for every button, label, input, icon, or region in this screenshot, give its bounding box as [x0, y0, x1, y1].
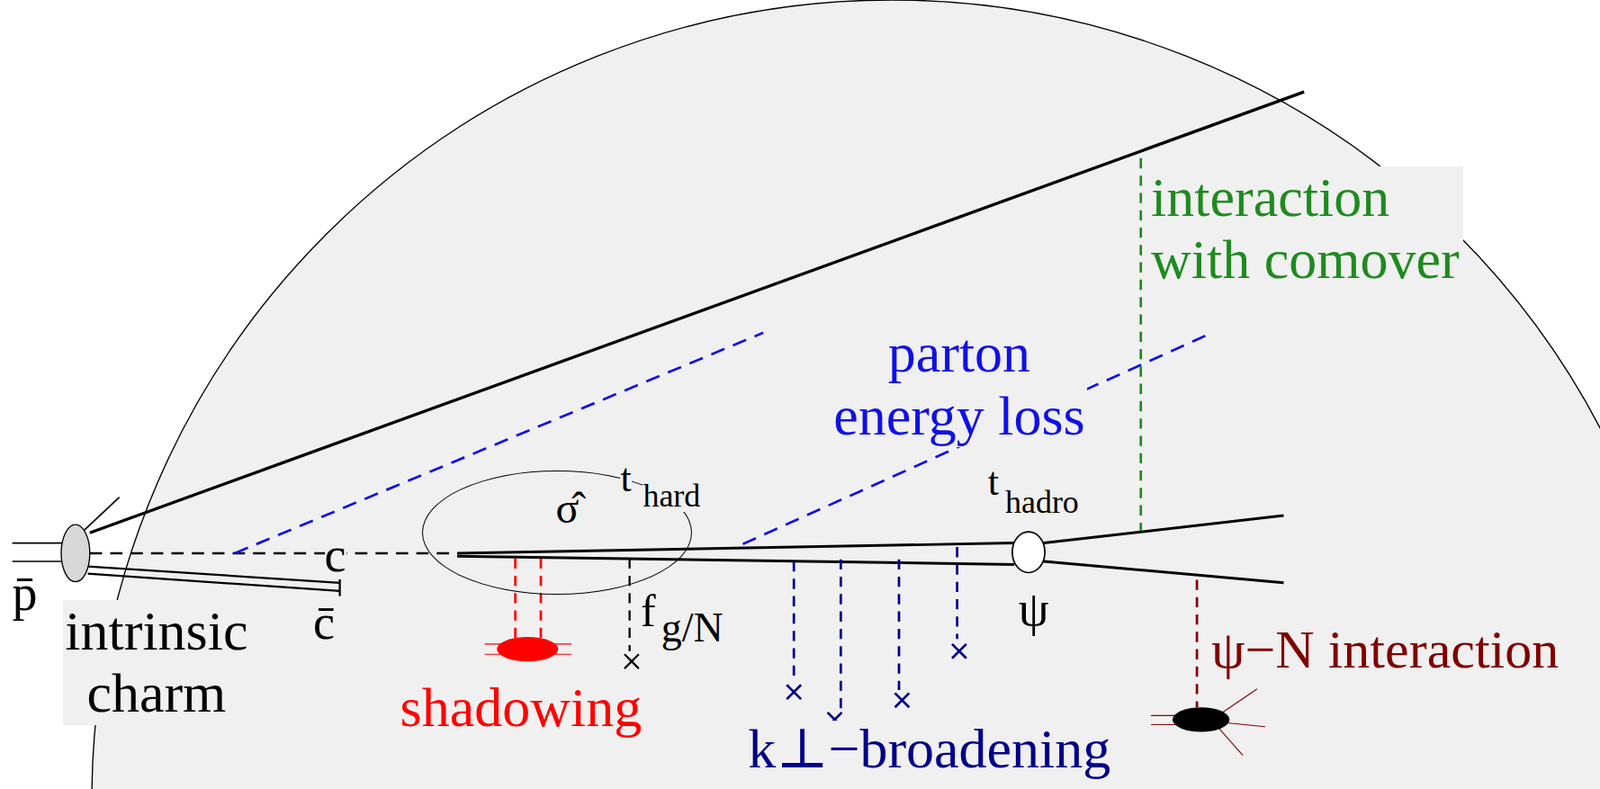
exchange-line — [1195, 579, 1199, 708]
beam-line — [12, 542, 64, 545]
exchange-line — [898, 559, 901, 691]
beam-line — [12, 560, 64, 563]
annotation-label: k⊥−broadening — [747, 720, 1111, 777]
cross-mark — [624, 654, 639, 669]
charm-line — [88, 574, 341, 592]
gluon-line — [89, 552, 458, 555]
exchange-line — [839, 559, 843, 710]
annotation-label: shadowing — [400, 679, 643, 736]
annotation-label: p̄ — [12, 567, 38, 619]
cross-mark — [894, 692, 909, 708]
exchange-line — [539, 558, 543, 640]
annotation-label: t — [620, 458, 631, 499]
annotation-label: ψ — [1018, 584, 1050, 634]
remnant-jet — [89, 91, 1304, 533]
annotation-label: intrinsic charm — [62, 600, 250, 726]
projectile — [12, 91, 1305, 596]
nucleon-blob — [496, 637, 558, 662]
shadowing-exchange — [485, 558, 572, 663]
annotation-label: interaction with comover — [1150, 166, 1464, 292]
cross-mark — [952, 644, 967, 659]
quark-line — [1043, 561, 1284, 584]
exchange-line — [955, 547, 959, 639]
quark-line — [1043, 515, 1284, 544]
exchange-line — [792, 561, 796, 683]
comover-line — [1139, 158, 1142, 531]
remnant-line — [83, 497, 120, 531]
fragment-line — [1224, 722, 1266, 728]
annotation-label: g/N — [661, 607, 724, 649]
exchange-line — [513, 558, 517, 640]
gluon-pdf — [624, 558, 639, 670]
nucleon-blob — [1172, 707, 1231, 732]
psi-vertex — [1012, 531, 1045, 573]
annotation-label: hard — [642, 479, 701, 513]
cross-section-symbol: σ̂ — [555, 486, 579, 531]
annotation-label: parton energy loss — [831, 322, 1088, 448]
kt-broadening — [786, 547, 967, 728]
annotation-label: ψ−N interaction — [1211, 622, 1559, 677]
pair-lines — [457, 515, 1284, 584]
radiation-line — [234, 332, 764, 554]
proton-blob — [61, 524, 90, 583]
cross-mark — [786, 684, 801, 700]
charm-end — [338, 577, 341, 596]
quark-line — [457, 543, 1015, 554]
annotation-label: f — [640, 588, 657, 634]
fragment-line — [1219, 689, 1258, 715]
annotation-label: c — [324, 530, 347, 580]
exchange-line — [628, 558, 630, 652]
annotation-label: c̄ — [313, 598, 335, 648]
annotation-label: t — [988, 462, 999, 503]
annotation-label: hadro — [1005, 485, 1079, 519]
nucleus-outline — [91, 0, 1600, 789]
fragment-line — [1219, 728, 1243, 756]
charm-line — [88, 566, 341, 584]
